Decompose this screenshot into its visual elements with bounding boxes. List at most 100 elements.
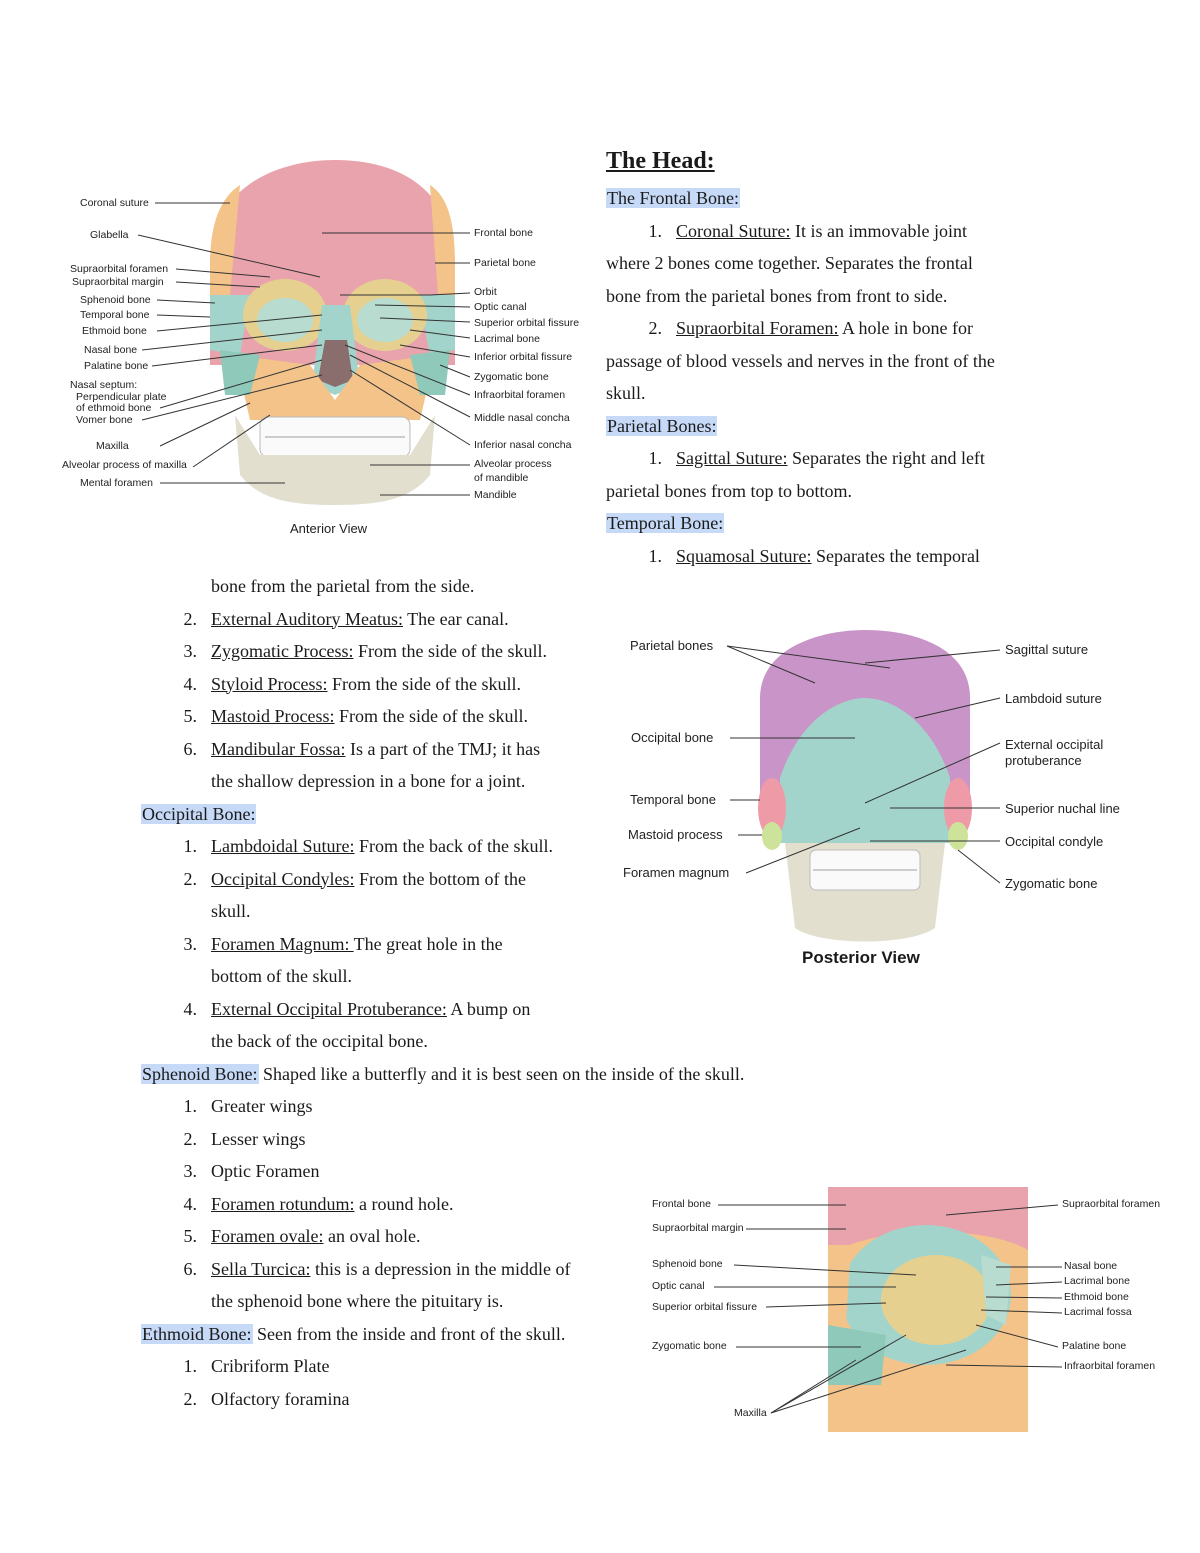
- definition-text: an oval hole.: [323, 1226, 421, 1246]
- list-number: 5.: [183, 1226, 198, 1246]
- orbit-label-zygomatic-bone: Zygomatic bone: [652, 1340, 727, 1352]
- orbit-label-ethmoid-bone: Ethmoid bone: [1064, 1291, 1129, 1303]
- list-number: 6.: [183, 1258, 198, 1279]
- definition-text: skull.: [211, 901, 251, 921]
- definition-text: this is a depression in the middle of: [310, 1258, 571, 1279]
- definition-text: From the side of the skull.: [334, 706, 528, 726]
- anterior-skull-illustration: [137, 160, 471, 505]
- definition-text: bone from the parietal from the side.: [211, 576, 475, 596]
- orbit-label-palatine-bone: Palatine bone: [1062, 1340, 1127, 1352]
- anterior-view-figure: Coronal suture Glabella Supraorbital for…: [60, 155, 590, 545]
- term-supraorbital-foramen: Supraorbital Foramen:: [676, 318, 839, 338]
- posterior-label-parietal-bones: Parietal bones: [630, 638, 714, 653]
- orbit-figure: Frontal bone Supraorbital margin Sphenoi…: [646, 1185, 1176, 1435]
- anterior-label-temporal-bone: Temporal bone: [80, 309, 150, 321]
- orbit-label-frontal-bone: Frontal bone: [652, 1198, 711, 1210]
- anterior-label-infraorbital-foramen: Infraorbital foramen: [474, 389, 566, 401]
- definition-text: Seen from the inside and front of the sk…: [252, 1323, 566, 1344]
- anterior-label-lacrimal-bone: Lacrimal bone: [474, 333, 540, 345]
- posterior-label-mastoid-process: Mastoid process: [628, 827, 723, 842]
- definition-text: Shaped like a butterfly and it is best s…: [258, 1063, 745, 1084]
- definition-text: where 2 bones come together. Separates t…: [606, 253, 973, 273]
- anterior-label-inferior-nasal-concha: Inferior nasal concha: [474, 439, 572, 451]
- list-number: 2.: [183, 1388, 198, 1409]
- posterior-label-temporal-bone: Temporal bone: [630, 792, 716, 807]
- definition-text: the back of the occipital bone.: [211, 1031, 428, 1051]
- orbit-label-maxilla: Maxilla: [734, 1407, 767, 1419]
- anterior-label-middle-nasal-concha: Middle nasal concha: [474, 412, 570, 424]
- list-number: 1.: [183, 1096, 198, 1116]
- term-coronal-suture: Coronal Suture:: [676, 220, 791, 241]
- definition-text: The great hole in the: [353, 933, 503, 954]
- term-foramen-ovale: Foramen ovale:: [211, 1226, 324, 1246]
- list-number: 1.: [648, 448, 663, 468]
- anterior-label-supraorbital-margin: Supraorbital margin: [72, 276, 164, 288]
- orbit-label-nasal-bone: Nasal bone: [1064, 1260, 1118, 1272]
- list-number: 1.: [648, 545, 663, 566]
- posterior-label-zygomatic-bone: Zygomatic bone: [1005, 876, 1098, 891]
- definition-text: bone from the parietal bones from front …: [606, 285, 948, 306]
- anterior-label-of-ethmoid-bone: of ethmoid bone: [76, 402, 152, 414]
- definition-text: From the side of the skull.: [353, 641, 547, 661]
- list-item-optic-foramen: Optic Foramen: [211, 1161, 320, 1181]
- term-squamosal-suture: Squamosal Suture:: [676, 545, 812, 566]
- posterior-skull-illustration: [726, 630, 1001, 942]
- orbit-label-sphenoid-bone: Sphenoid bone: [652, 1258, 723, 1270]
- posterior-label-occipital-condyle: Occipital condyle: [1005, 834, 1104, 849]
- anterior-label-frontal-bone: Frontal bone: [474, 227, 533, 239]
- term-sella-turcica: Sella Turcica:: [211, 1258, 311, 1279]
- definition-text: the sphenoid bone where the pituitary is…: [211, 1291, 504, 1311]
- frontal-bone-heading: The Frontal Bone:: [606, 188, 740, 208]
- anterior-label-sphenoid-bone: Sphenoid bone: [80, 294, 151, 306]
- term-occipital-condyles: Occipital Condyles:: [211, 868, 355, 889]
- anterior-label-nasal-septum: Nasal septum:: [70, 379, 138, 391]
- anterior-label-zygomatic-bone: Zygomatic bone: [474, 371, 549, 383]
- anterior-label-alveolar-process-maxilla: Alveolar process of maxilla: [62, 459, 187, 471]
- orbit-label-lacrimal-bone: Lacrimal bone: [1064, 1275, 1130, 1287]
- term-lambdoidal-suture: Lambdoidal Suture:: [211, 836, 355, 856]
- term-zygomatic-process: Zygomatic Process:: [211, 641, 354, 661]
- list-number: 2.: [648, 318, 663, 338]
- definition-text: A bump on: [446, 998, 531, 1019]
- term-mastoid-process: Mastoid Process:: [211, 706, 335, 726]
- occipital-bone-heading: Occipital Bone:: [141, 803, 257, 824]
- anterior-view-caption: Anterior View: [290, 521, 368, 536]
- anterior-label-vomer-bone: Vomer bone: [76, 414, 133, 426]
- anterior-label-of-mandible: of mandible: [474, 472, 529, 484]
- list-item-lesser-wings: Lesser wings: [211, 1128, 306, 1149]
- list-number: 4.: [183, 1193, 198, 1214]
- anterior-label-optic-canal: Optic canal: [474, 301, 527, 313]
- list-number: 1.: [183, 1356, 198, 1376]
- posterior-view-figure: Parietal bones Occipital bone Temporal b…: [620, 628, 1140, 973]
- list-number: 1.: [183, 836, 198, 856]
- definition-text: Separates the right and left: [787, 448, 985, 468]
- page-title: The Head:: [606, 148, 715, 174]
- list-number: 3.: [183, 641, 198, 661]
- definition-text: The ear canal.: [402, 608, 509, 629]
- definition-text: passage of blood vessels and nerves in t…: [606, 350, 995, 371]
- anterior-label-supraorbital-foramen: Supraorbital foramen: [70, 263, 169, 275]
- anterior-label-nasal-bone: Nasal bone: [84, 344, 138, 356]
- orbit-label-optic-canal: Optic canal: [652, 1280, 705, 1292]
- definition-text: parietal bones from top to bottom.: [606, 480, 852, 501]
- list-number: 4.: [183, 673, 198, 694]
- list-number: 2.: [183, 868, 198, 889]
- parietal-bones-heading: Parietal Bones:: [606, 415, 718, 436]
- definition-text: bottom of the skull.: [211, 966, 352, 986]
- anterior-label-parietal-bone: Parietal bone: [474, 257, 536, 269]
- definition-text: a round hole.: [354, 1193, 454, 1214]
- list-number: 3.: [183, 1161, 198, 1181]
- anterior-label-orbit: Orbit: [474, 286, 497, 298]
- posterior-view-caption: Posterior View: [802, 948, 920, 967]
- definition-text: It is an immovable joint: [790, 220, 967, 241]
- posterior-label-protuberance: protuberance: [1005, 753, 1082, 768]
- posterior-label-external-occipital: External occipital: [1005, 737, 1104, 752]
- term-external-auditory-meatus: External Auditory Meatus:: [211, 608, 403, 629]
- term-foramen-magnum: Foramen Magnum:: [211, 933, 354, 954]
- definition-text: Is a part of the TMJ; it has: [345, 738, 541, 759]
- anterior-label-maxilla: Maxilla: [96, 440, 129, 452]
- term-sagittal-suture: Sagittal Suture:: [676, 448, 788, 468]
- anterior-label-palatine-bone: Palatine bone: [84, 360, 149, 372]
- posterior-label-superior-nuchal-line: Superior nuchal line: [1005, 801, 1120, 816]
- list-number: 2.: [183, 608, 198, 629]
